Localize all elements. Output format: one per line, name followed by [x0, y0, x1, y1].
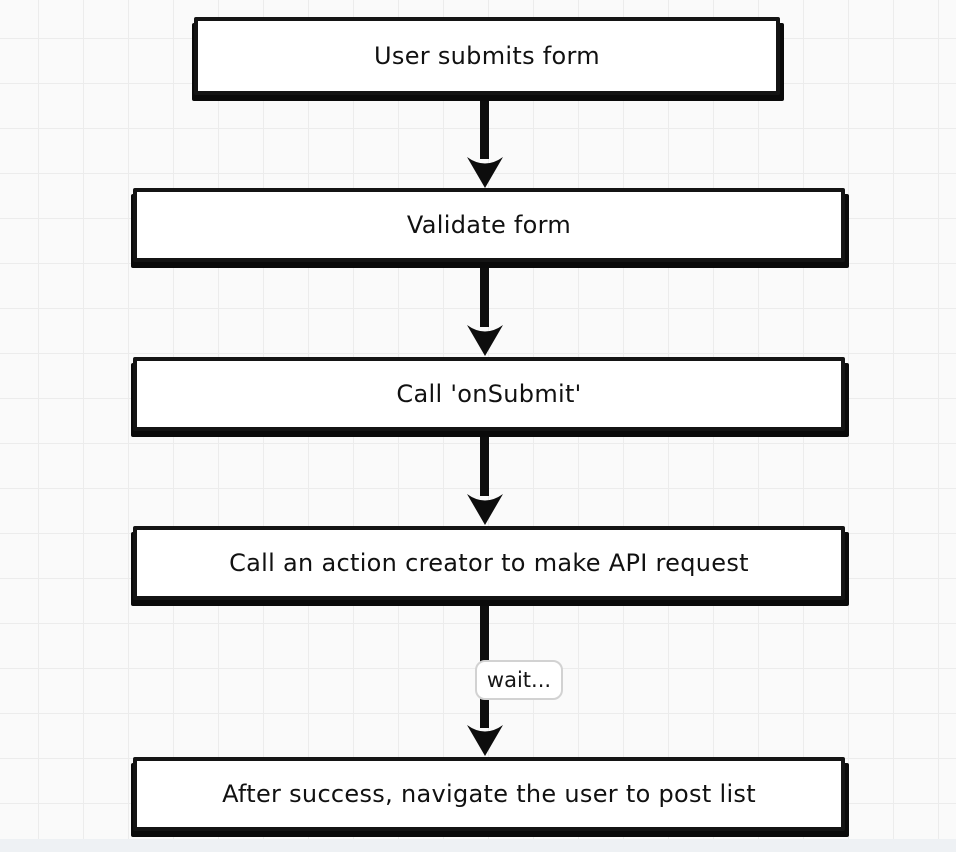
arrowhead-down-icon — [467, 325, 503, 356]
arrowhead-down-icon — [467, 157, 503, 188]
canvas-bottom-edge — [0, 839, 956, 852]
edge-line — [480, 429, 489, 496]
flow-node-user-submits-form[interactable]: User submits form — [194, 17, 780, 95]
flow-node-action-creator-api-request[interactable]: Call an action creator to make API reque… — [133, 526, 845, 600]
arrowhead-down-icon — [467, 494, 503, 525]
flow-node-label: Validate form — [406, 211, 572, 239]
flow-node-validate-form[interactable]: Validate form — [133, 188, 845, 262]
flow-node-label: After success, navigate the user to post… — [222, 780, 756, 808]
edge-line — [480, 93, 489, 159]
flow-node-navigate-post-list[interactable]: After success, navigate the user to post… — [133, 757, 845, 831]
edge-label-wait[interactable]: wait... — [475, 660, 563, 700]
flow-node-label: Call 'onSubmit' — [396, 380, 582, 408]
arrowhead-down-icon — [467, 725, 503, 756]
edge-line — [480, 260, 489, 327]
flow-node-label: Call an action creator to make API reque… — [229, 549, 749, 577]
flow-node-call-onsubmit[interactable]: Call 'onSubmit' — [133, 357, 845, 431]
flow-node-label: User submits form — [374, 42, 600, 70]
edge-label-text: wait... — [486, 668, 552, 692]
